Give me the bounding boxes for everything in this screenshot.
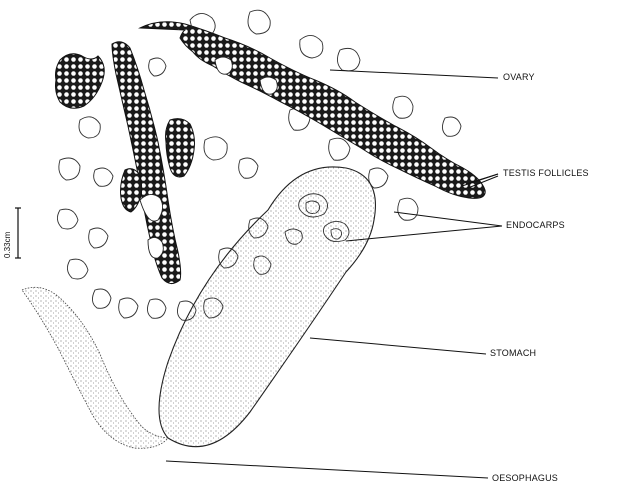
- ovary-label: OVARY: [503, 72, 535, 82]
- testis-follicles-label: TESTIS FOLLICLES: [503, 168, 589, 178]
- endocarps-label: ENDOCARPS: [506, 220, 565, 230]
- endocarps-leader-2: [394, 212, 502, 226]
- stomach: [159, 167, 375, 447]
- oesophagus-leader: [166, 461, 488, 478]
- oesophagus-label: OESOPHAGUS: [492, 473, 558, 483]
- ovary-leader: [330, 70, 498, 78]
- stomach-label: STOMACH: [490, 348, 536, 358]
- scale-bar: [15, 208, 21, 258]
- scale-label: 0.33cm: [3, 232, 12, 258]
- stomach-leader: [310, 338, 486, 354]
- oesophagus: [22, 287, 168, 448]
